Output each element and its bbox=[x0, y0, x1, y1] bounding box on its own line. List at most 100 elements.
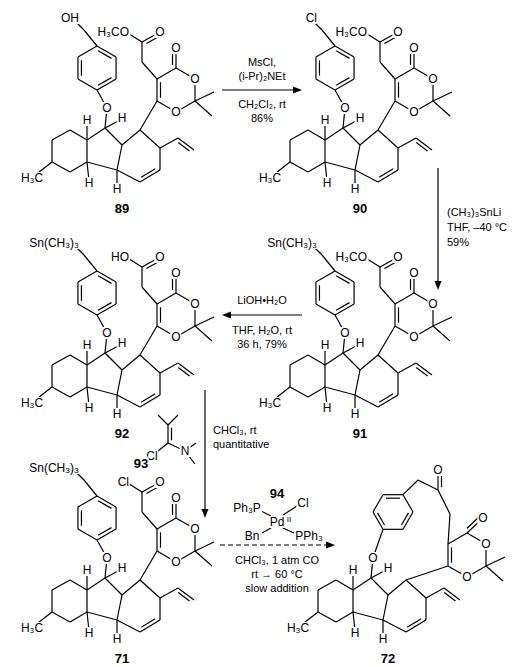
bond-line bbox=[178, 143, 189, 151]
bond-line bbox=[195, 317, 214, 326]
bond-line bbox=[84, 30, 97, 46]
bond-line bbox=[156, 529, 157, 551]
reagent-text: THF, –40 °C bbox=[446, 222, 508, 233]
bond-line bbox=[336, 276, 349, 284]
bond-line bbox=[156, 79, 157, 101]
atom-label: H bbox=[348, 564, 359, 576]
atom-label: O bbox=[170, 42, 181, 54]
bond-line bbox=[289, 365, 290, 387]
atom-label: H bbox=[350, 183, 361, 195]
bond-line bbox=[353, 578, 371, 590]
bond-line bbox=[160, 82, 161, 97]
atom-label: H bbox=[378, 633, 389, 645]
atom-label: Cl bbox=[296, 497, 309, 509]
bond-line bbox=[325, 128, 343, 140]
bond-line bbox=[87, 128, 105, 140]
bond-line bbox=[142, 62, 157, 79]
bond-line bbox=[87, 387, 117, 395]
bond-line bbox=[398, 138, 416, 148]
bond-line bbox=[398, 307, 399, 322]
bond-line bbox=[336, 580, 353, 590]
bond-line bbox=[343, 353, 360, 370]
bond-line bbox=[78, 304, 97, 315]
bond-line bbox=[77, 57, 78, 79]
reagent-text: CHCl₃, rt bbox=[212, 425, 258, 436]
atom-label: H bbox=[117, 562, 128, 574]
bond-line bbox=[178, 588, 194, 600]
bond-line bbox=[142, 287, 157, 304]
atom-label: H₃C bbox=[20, 622, 44, 634]
bond-line bbox=[158, 415, 168, 425]
atom-label: H bbox=[320, 114, 331, 126]
bond-line bbox=[352, 590, 353, 612]
arrow-head bbox=[202, 509, 209, 518]
bond-line bbox=[105, 353, 122, 370]
bond-line bbox=[160, 138, 178, 148]
bond-line bbox=[222, 89, 295, 90]
bond-line bbox=[51, 590, 52, 612]
atom-label: O bbox=[367, 552, 378, 564]
bond-line bbox=[70, 355, 87, 365]
atom-label: O bbox=[427, 298, 438, 310]
atom-label: H bbox=[82, 564, 93, 576]
atom-label: H bbox=[117, 337, 128, 349]
atom-label: H bbox=[82, 114, 93, 126]
atom-label: Sn(CH₃)₃ bbox=[28, 462, 80, 474]
bond-line bbox=[486, 557, 505, 566]
catalyst-structure bbox=[261, 506, 297, 533]
bond-line bbox=[397, 148, 398, 170]
bond-line bbox=[378, 130, 398, 148]
bond-line bbox=[379, 394, 393, 402]
bond-line bbox=[398, 363, 416, 373]
atom-label: H bbox=[112, 408, 123, 420]
bond-line bbox=[444, 588, 460, 600]
bond-line bbox=[78, 529, 97, 540]
bond-line bbox=[87, 162, 117, 170]
bond-line bbox=[406, 566, 448, 580]
bond-line bbox=[322, 255, 335, 271]
reagent-text: CH₂Cl₂, rt bbox=[237, 99, 287, 110]
bond-line bbox=[178, 593, 189, 601]
atom-label: O bbox=[170, 556, 181, 568]
bond-line bbox=[220, 544, 328, 545]
atom-label: PPh₃ bbox=[294, 530, 324, 542]
atom-label: O bbox=[154, 26, 165, 38]
bond-line bbox=[433, 101, 450, 116]
bond-line bbox=[433, 317, 452, 326]
bond-line bbox=[355, 395, 378, 407]
atom-label: O bbox=[461, 571, 472, 583]
bond-line bbox=[425, 598, 426, 620]
bond-line bbox=[395, 293, 414, 304]
atom-label: H bbox=[322, 402, 333, 414]
bond-line bbox=[52, 162, 70, 172]
bond-line bbox=[117, 620, 140, 632]
compound-number: 92 bbox=[114, 427, 130, 440]
bond-line bbox=[117, 595, 122, 620]
bond-line bbox=[117, 145, 122, 170]
compound-number: 90 bbox=[352, 202, 368, 215]
atom-label: H bbox=[84, 177, 95, 189]
bond-line bbox=[394, 79, 395, 101]
bond-line bbox=[319, 285, 320, 300]
bond-line bbox=[437, 168, 438, 283]
arrow-head bbox=[326, 542, 335, 549]
atom-label: H bbox=[84, 402, 95, 414]
reagent-text: 36 h, 79% bbox=[236, 339, 288, 350]
bond-line bbox=[379, 267, 380, 287]
atom-label: Cl bbox=[305, 12, 318, 24]
bond-line bbox=[403, 495, 413, 512]
bond-line bbox=[141, 394, 155, 402]
bond-line bbox=[78, 79, 97, 90]
bond-line bbox=[77, 507, 78, 529]
bond-line bbox=[140, 130, 160, 148]
bond-line bbox=[98, 276, 111, 284]
atom-label: O bbox=[170, 492, 181, 504]
bond-line bbox=[308, 387, 325, 397]
bond-line bbox=[401, 513, 408, 525]
bond-line bbox=[52, 612, 70, 622]
bond-line bbox=[195, 542, 214, 551]
bond-line bbox=[141, 267, 142, 287]
bond-line bbox=[353, 282, 354, 304]
bond-line bbox=[353, 57, 354, 79]
molecule-structure bbox=[34, 245, 214, 412]
